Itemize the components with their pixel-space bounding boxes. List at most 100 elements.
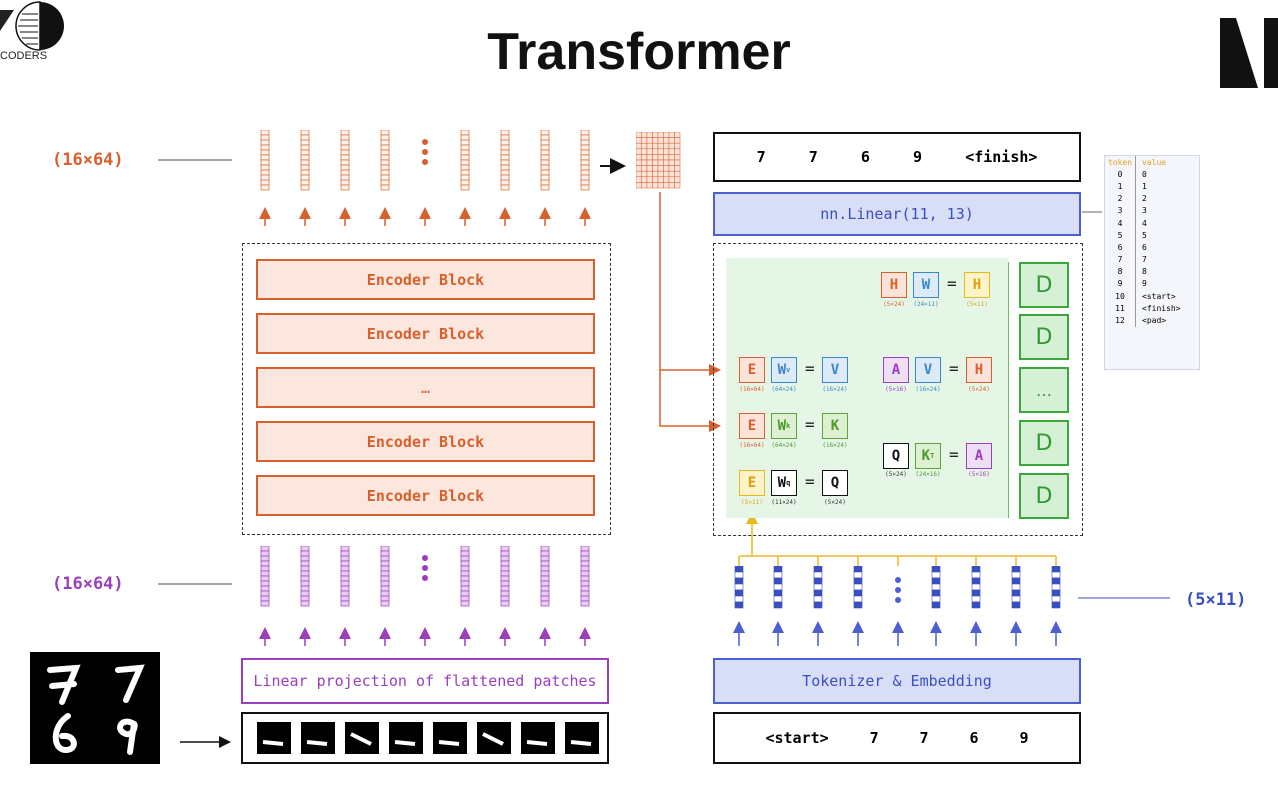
encoder-input-dim: (16×64) (52, 574, 124, 594)
dim-label: (16×64) (739, 442, 765, 449)
decoder-block: D (1019, 314, 1069, 360)
decoder-block: D (1019, 262, 1069, 308)
flattened-patches (241, 712, 609, 764)
dim-label: (5×24) (883, 301, 905, 308)
encoder-stack: Encoder Block Encoder Block … Encoder Bl… (242, 243, 611, 535)
output-tokens: 7 7 6 9 <finish> (713, 132, 1081, 182)
vector-column (340, 130, 350, 191)
vocab-row: 11<finish> (1115, 302, 1181, 315)
dim-label: (24×16) (915, 471, 941, 478)
input-token: 7 (869, 729, 879, 747)
matrix-a: A (883, 357, 909, 383)
vector-column (460, 546, 470, 607)
encoder-block-ellipsis: … (256, 367, 595, 408)
matrix-h-out: H (964, 272, 990, 298)
matrix-h: H (966, 357, 992, 383)
vector-column (500, 130, 510, 191)
page-title: Transformer (487, 23, 791, 81)
vector-column (340, 546, 350, 607)
patch-images (257, 722, 599, 754)
input-token: 6 (969, 729, 979, 747)
ellipsis-dot (895, 597, 901, 603)
decoder-block-ellipsis: … (1019, 367, 1069, 413)
decoder-block: D (1019, 420, 1069, 466)
encoder-output-dim: (16×64) (52, 150, 124, 170)
image-patch (301, 722, 335, 754)
decoder-block: D (1019, 473, 1069, 519)
ellipsis-dot (422, 159, 428, 165)
output-token: <finish> (965, 148, 1038, 166)
input-token: <start> (765, 729, 829, 747)
matrix-w: W (913, 272, 939, 298)
dim-label: (16×24) (915, 386, 941, 393)
input-tokens: <start> 7 7 6 9 (713, 712, 1081, 764)
matrix-e: E (739, 470, 765, 496)
matrix-v: V (822, 357, 848, 383)
vocab-row: 10<start> (1115, 290, 1176, 303)
vector-column (500, 546, 510, 607)
encoder-block: Encoder Block (256, 421, 595, 462)
vector-column (580, 130, 590, 191)
vector-column (300, 546, 310, 607)
embedding-column (853, 566, 863, 609)
dim-label: (5×24) (885, 471, 907, 478)
ellipsis-dot (422, 555, 428, 561)
image-patch (257, 722, 291, 754)
dim-label: (5×16) (885, 386, 907, 393)
vector-column (460, 130, 470, 191)
vector-column (300, 130, 310, 191)
matrix-q: Q (822, 470, 848, 496)
vector-column (540, 130, 550, 191)
decoder-stack (713, 243, 1083, 536)
decoder-input-dim: (5×11) (1185, 590, 1247, 610)
tokenizer-embedding: Tokenizer & Embedding (713, 658, 1081, 704)
image-patch (521, 722, 555, 754)
output-token: 6 (860, 148, 870, 166)
image-patch (565, 722, 599, 754)
dim-label: (11×24) (771, 499, 797, 506)
vector-column (260, 546, 270, 607)
encoder-output-vectors (260, 130, 590, 191)
dim-label: (5×16) (968, 471, 990, 478)
embedding-column (931, 566, 941, 609)
dim-label: (16×24) (822, 386, 848, 393)
linear-projection: Linear projection of flattened patches (241, 658, 609, 704)
matrix-v: V (915, 357, 941, 383)
dim-label: (24×11) (913, 301, 939, 308)
vector-column (580, 546, 590, 607)
ellipsis-dot (422, 565, 428, 571)
input-token: 9 (1019, 729, 1029, 747)
ellipsis-dot (895, 577, 901, 583)
image-patch (433, 722, 467, 754)
output-token: 7 (808, 148, 818, 166)
encoder-block: Encoder Block (256, 475, 595, 516)
input-token: 7 (919, 729, 929, 747)
ellipsis-dot (422, 139, 428, 145)
embedding-column (1051, 566, 1061, 609)
embedding-column (813, 566, 823, 609)
matrix-e: E (739, 357, 765, 383)
image-patch (389, 722, 423, 754)
embedding-column (773, 566, 783, 609)
dim-label: (64×24) (771, 442, 797, 449)
dim-label: (5×11) (966, 301, 988, 308)
encoder-input-vectors (260, 546, 590, 607)
ellipsis-dot (422, 149, 428, 155)
matrix-q: Q (883, 443, 909, 469)
output-token: 7 (756, 148, 766, 166)
matrix-k: K (822, 413, 848, 439)
